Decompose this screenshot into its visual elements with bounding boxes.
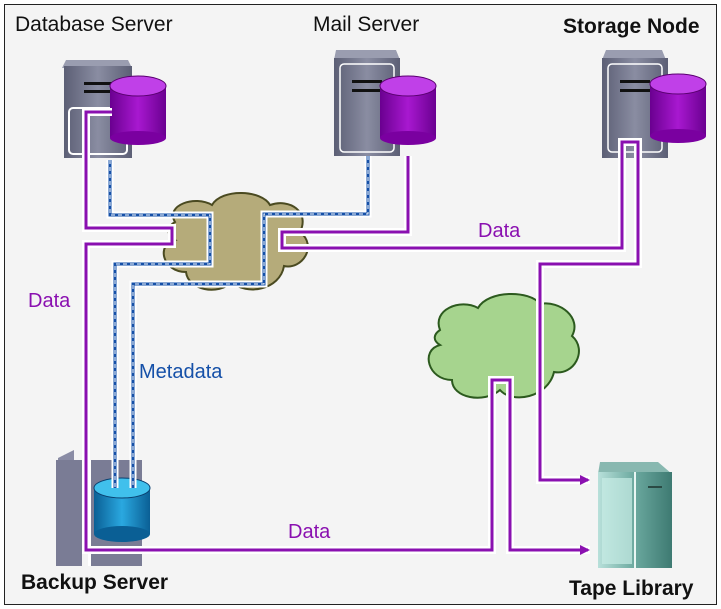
database-server-label: Database Server <box>15 13 173 36</box>
storage-node-disk-icon <box>649 73 707 143</box>
data-path-backup-to-tape <box>84 236 590 555</box>
data-paths <box>82 108 642 555</box>
mail-server-label: Mail Server <box>313 13 420 36</box>
data-label-bottom: Data <box>288 521 331 543</box>
tape-library-icon <box>598 462 672 568</box>
metadata-label: Metadata <box>139 361 223 383</box>
data-path-mail-storage-to-tape <box>280 140 640 485</box>
backup-disk-icon <box>93 477 151 542</box>
tape-library-label: Tape Library <box>569 577 694 600</box>
mail-disk-icon <box>379 75 437 145</box>
data-label-left: Data <box>28 290 71 312</box>
storage-node-label: Storage Node <box>563 15 700 38</box>
lan-cloud-icon <box>162 192 309 291</box>
backup-server-label: Backup Server <box>21 571 169 594</box>
data-path-database <box>84 110 174 236</box>
metadata-paths <box>106 156 372 488</box>
data-label-right: Data <box>478 220 521 242</box>
database-disk-icon <box>109 75 167 145</box>
